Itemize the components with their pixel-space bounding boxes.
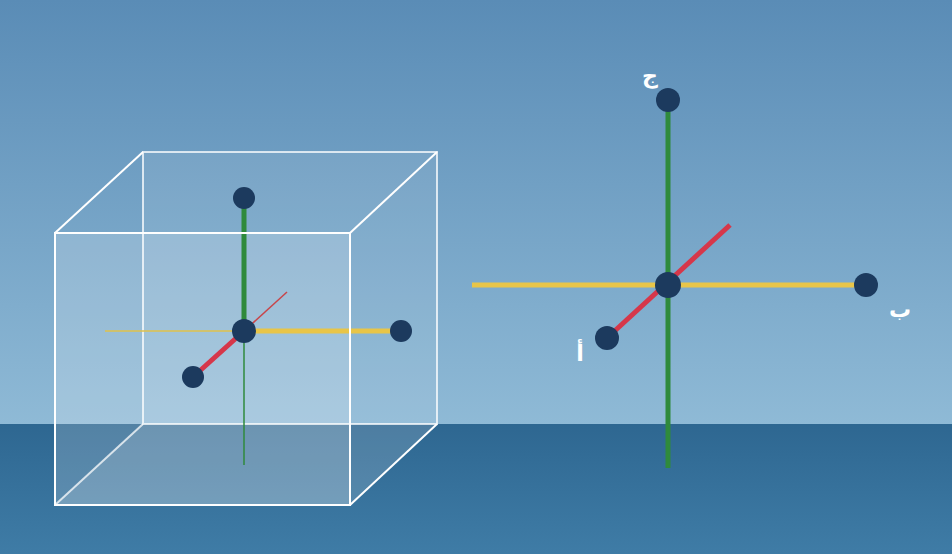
cube: [55, 152, 437, 505]
coordinate-axes: [472, 88, 878, 468]
axis-label: أ: [576, 343, 584, 365]
background: [0, 0, 952, 426]
floor: [0, 424, 952, 554]
axis-label: ج: [642, 65, 658, 87]
axis-label: ب: [889, 299, 911, 321]
